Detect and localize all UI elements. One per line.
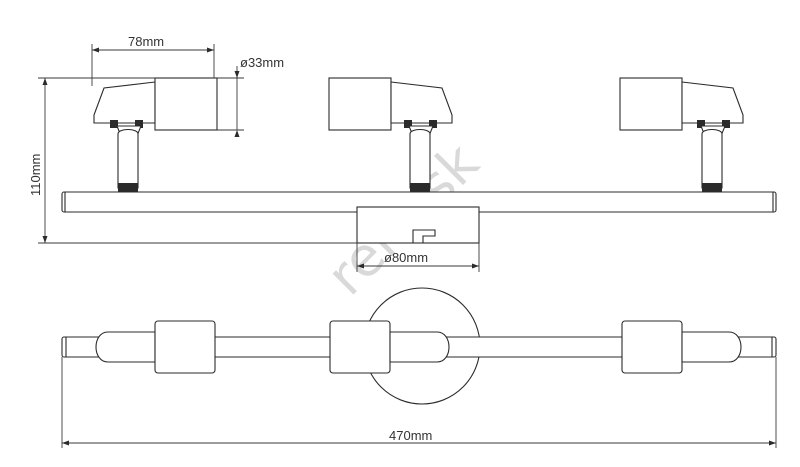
dimension-33mm: ø33mm (217, 55, 284, 137)
mounting-base-side (356, 206, 480, 244)
mounting-slot (412, 229, 436, 243)
label-33mm: ø33mm (240, 55, 284, 70)
spotlight-middle-side (328, 77, 453, 192)
dimension-470mm: 470mm (61, 357, 777, 448)
arm-right-top (681, 331, 742, 363)
spotlight-left-side (93, 77, 218, 192)
dimension-78mm: 78mm (91, 34, 215, 86)
dimension-110mm: 110mm (28, 77, 357, 244)
arm-left-top (95, 331, 156, 363)
label-470mm: 470mm (389, 428, 432, 443)
label-110mm: 110mm (28, 154, 43, 196)
label-80mm: ø80mm (384, 250, 428, 265)
side-view: 78mm ø33mm 110mm ø80mm (28, 34, 777, 272)
spot-head-left-top (154, 320, 216, 374)
top-view: 470mm (61, 287, 777, 448)
dimension-80mm: ø80mm (356, 243, 480, 272)
spotlight-right-side (619, 77, 744, 192)
arm-middle-top (389, 331, 450, 363)
spot-head-middle-top (329, 320, 391, 374)
spot-head-right-top (621, 320, 683, 374)
label-78mm: 78mm (128, 34, 164, 49)
